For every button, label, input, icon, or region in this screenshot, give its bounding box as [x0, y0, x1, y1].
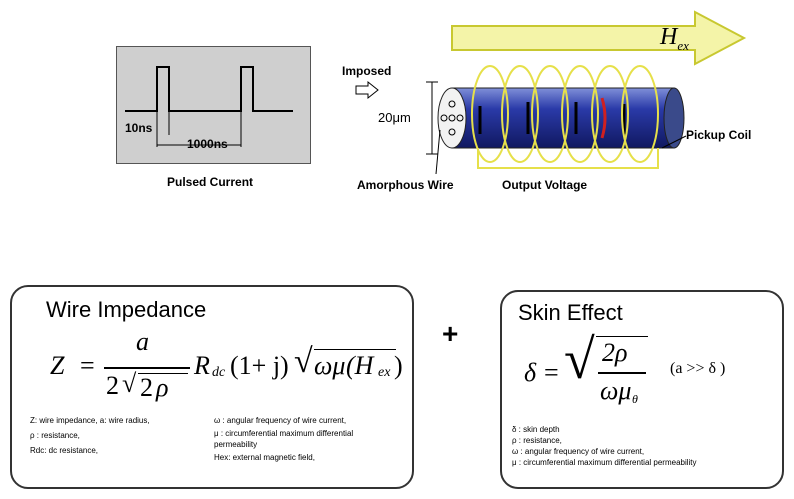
- skin-effect-panel: Skin Effect δ = √ 2ρ ωμ θ (a >> δ ) δ : …: [500, 290, 784, 489]
- plus-sign: +: [442, 318, 459, 349]
- wire-end: [663, 87, 685, 149]
- pickup-coil-label: Pickup Coil: [686, 128, 752, 142]
- legend-line: Hex: external magnetic field,: [214, 453, 315, 462]
- pulse-period-label: 1000ns: [187, 137, 228, 151]
- impedance-title: Wire Impedance: [46, 297, 207, 322]
- legend-line: ω : angular frequency of wire current,: [512, 447, 645, 456]
- wire-section: [437, 87, 467, 149]
- skin-effect-title: Skin Effect: [518, 300, 623, 325]
- legend-line: Rdc: dc resistance,: [30, 446, 99, 455]
- pulse-waveform: [125, 66, 293, 147]
- imposed-label: Imposed: [342, 64, 392, 78]
- wire-diagram: [355, 10, 747, 175]
- pulse-diagram: 10ns 1000ns: [116, 46, 311, 164]
- impedance-panel: Wire Impedance Z = a 2 √ 2 ρ R dc (1+ j)…: [10, 285, 414, 489]
- output-voltage-label: Output Voltage: [502, 178, 588, 192]
- impedance-equation: Z = a 2 √ 2 ρ R dc (1+ j) √ ωμ (H ex ): [50, 327, 403, 402]
- legend-line: Z: wire impedance, a: wire radius,: [30, 416, 150, 425]
- legend-line: μ : circumferential maximum differential: [214, 429, 354, 438]
- legend-line: ρ : resistance,: [512, 436, 562, 445]
- impedance-legend-left: Z: wire impedance, a: wire radius, ρ : r…: [30, 415, 150, 456]
- legend-line: μ : circumferential maximum differential…: [512, 458, 697, 467]
- pulse-caption: Pulsed Current: [167, 175, 254, 189]
- field-arrow: [451, 10, 747, 66]
- impedance-legend-right: ω : angular frequency of wire current, μ…: [214, 415, 353, 463]
- field-label: Hex: [660, 24, 689, 53]
- skin-effect-legend: δ : skin depth ρ : resistance, ω : angul…: [512, 424, 697, 468]
- diameter-label: 20μm: [378, 110, 411, 125]
- skin-effect-equation: δ = √ 2ρ ωμ θ (a >> δ ): [524, 329, 726, 406]
- pickup-coil: [471, 65, 659, 169]
- amorphous-wire-label: Amorphous Wire: [357, 178, 454, 192]
- legend-line: ω : angular frequency of wire current,: [214, 416, 347, 425]
- legend-line: δ : skin depth: [512, 425, 560, 434]
- pulse-width-label: 10ns: [125, 121, 153, 135]
- legend-line: permeability: [214, 440, 258, 449]
- legend-line: ρ : resistance,: [30, 431, 80, 440]
- imposed-arrow: [355, 80, 379, 100]
